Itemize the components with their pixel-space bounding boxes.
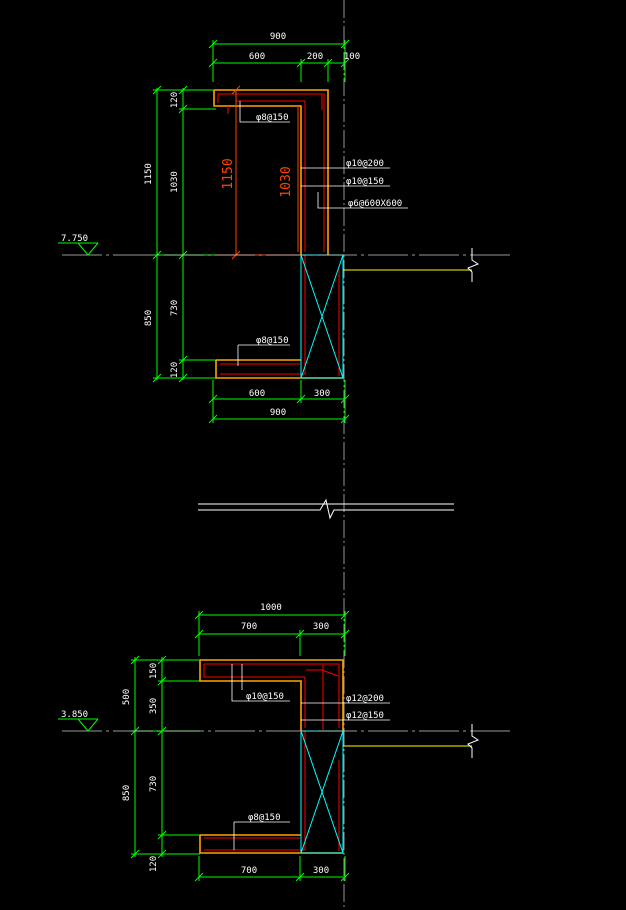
dim-lower-outer: 850 [144, 310, 154, 326]
dim-lower-outer: 850 [122, 785, 132, 801]
rebar-label-r3: φ6@600X600 [348, 199, 402, 209]
section1-elevation-mark [58, 242, 99, 256]
section-1: 900 600 200 100 1150 120 1030 850 730 12… [58, 32, 510, 424]
rebar-label-r2: φ10@150 [346, 177, 384, 187]
dim-lower-bottom: 120 [170, 362, 180, 378]
section1-wall [300, 254, 344, 379]
rebar-label-r1: φ12@200 [346, 694, 384, 704]
rebar-label-top: φ8@150 [256, 113, 289, 123]
level-label: 3.850 [61, 710, 88, 720]
section1-leaders [237, 101, 408, 366]
rebar-label-r2: φ12@150 [346, 711, 384, 721]
dim-bottom-left: 600 [249, 389, 265, 399]
section2-leaders [231, 664, 390, 850]
dim-left-outer: 1150 [144, 163, 154, 185]
dim-bottom-right: 300 [314, 389, 330, 399]
rebar-label-top: φ10@150 [246, 692, 284, 702]
dim-left-outer: 500 [122, 689, 132, 705]
dim-top-right: 300 [313, 622, 329, 632]
dim-top-left: 700 [241, 622, 257, 632]
dim-left-top: 150 [149, 663, 159, 679]
dim-big-inner: 1030 [279, 166, 294, 197]
dim-top-left: 600 [249, 52, 265, 62]
dim-lower-mid: 730 [170, 300, 180, 316]
dim-bottom-total: 900 [270, 408, 286, 418]
dim-top-total: 900 [270, 32, 286, 42]
section2-rebar [203, 663, 340, 851]
dim-left-mid: 350 [149, 698, 159, 714]
section1-rebar [217, 93, 340, 376]
dim-left-mid: 1030 [170, 171, 180, 193]
dim-top-total: 1000 [260, 603, 282, 613]
dim-top-right: 100 [344, 52, 360, 62]
dim-big-height: 1150 [221, 158, 236, 189]
section-2: 1000 700 300 500 150 350 850 730 120 [58, 603, 510, 882]
section-break-line [198, 498, 454, 520]
section2-elevation-mark [58, 718, 99, 732]
rebar-label-r1: φ10@200 [346, 159, 384, 169]
dim-lower-mid: 730 [149, 776, 159, 792]
dim-top-mid: 200 [307, 52, 323, 62]
section2-left-dimensions [130, 655, 200, 859]
section1-break-symbol [467, 248, 480, 282]
section2-concrete-outline [199, 659, 344, 854]
dim-left-top: 120 [170, 92, 180, 108]
section1-top-dimensions [208, 39, 350, 82]
section1-bottom-dimensions [208, 380, 350, 424]
dim-bottom-right: 300 [313, 866, 329, 876]
section2-break-symbol [467, 724, 480, 758]
level-label: 7.750 [61, 234, 88, 244]
section2-wall [300, 730, 344, 854]
section1-left-dimensions [152, 85, 216, 383]
rebar-label-bottom: φ8@150 [248, 813, 281, 823]
dim-bottom-left: 700 [241, 866, 257, 876]
section1-concrete-outline [213, 89, 343, 379]
section2-top-dimensions [194, 610, 350, 656]
section2-bottom-dimensions [194, 856, 350, 882]
rebar-label-bottom: φ8@150 [256, 336, 289, 346]
dim-lower-bottom: 120 [149, 856, 159, 872]
